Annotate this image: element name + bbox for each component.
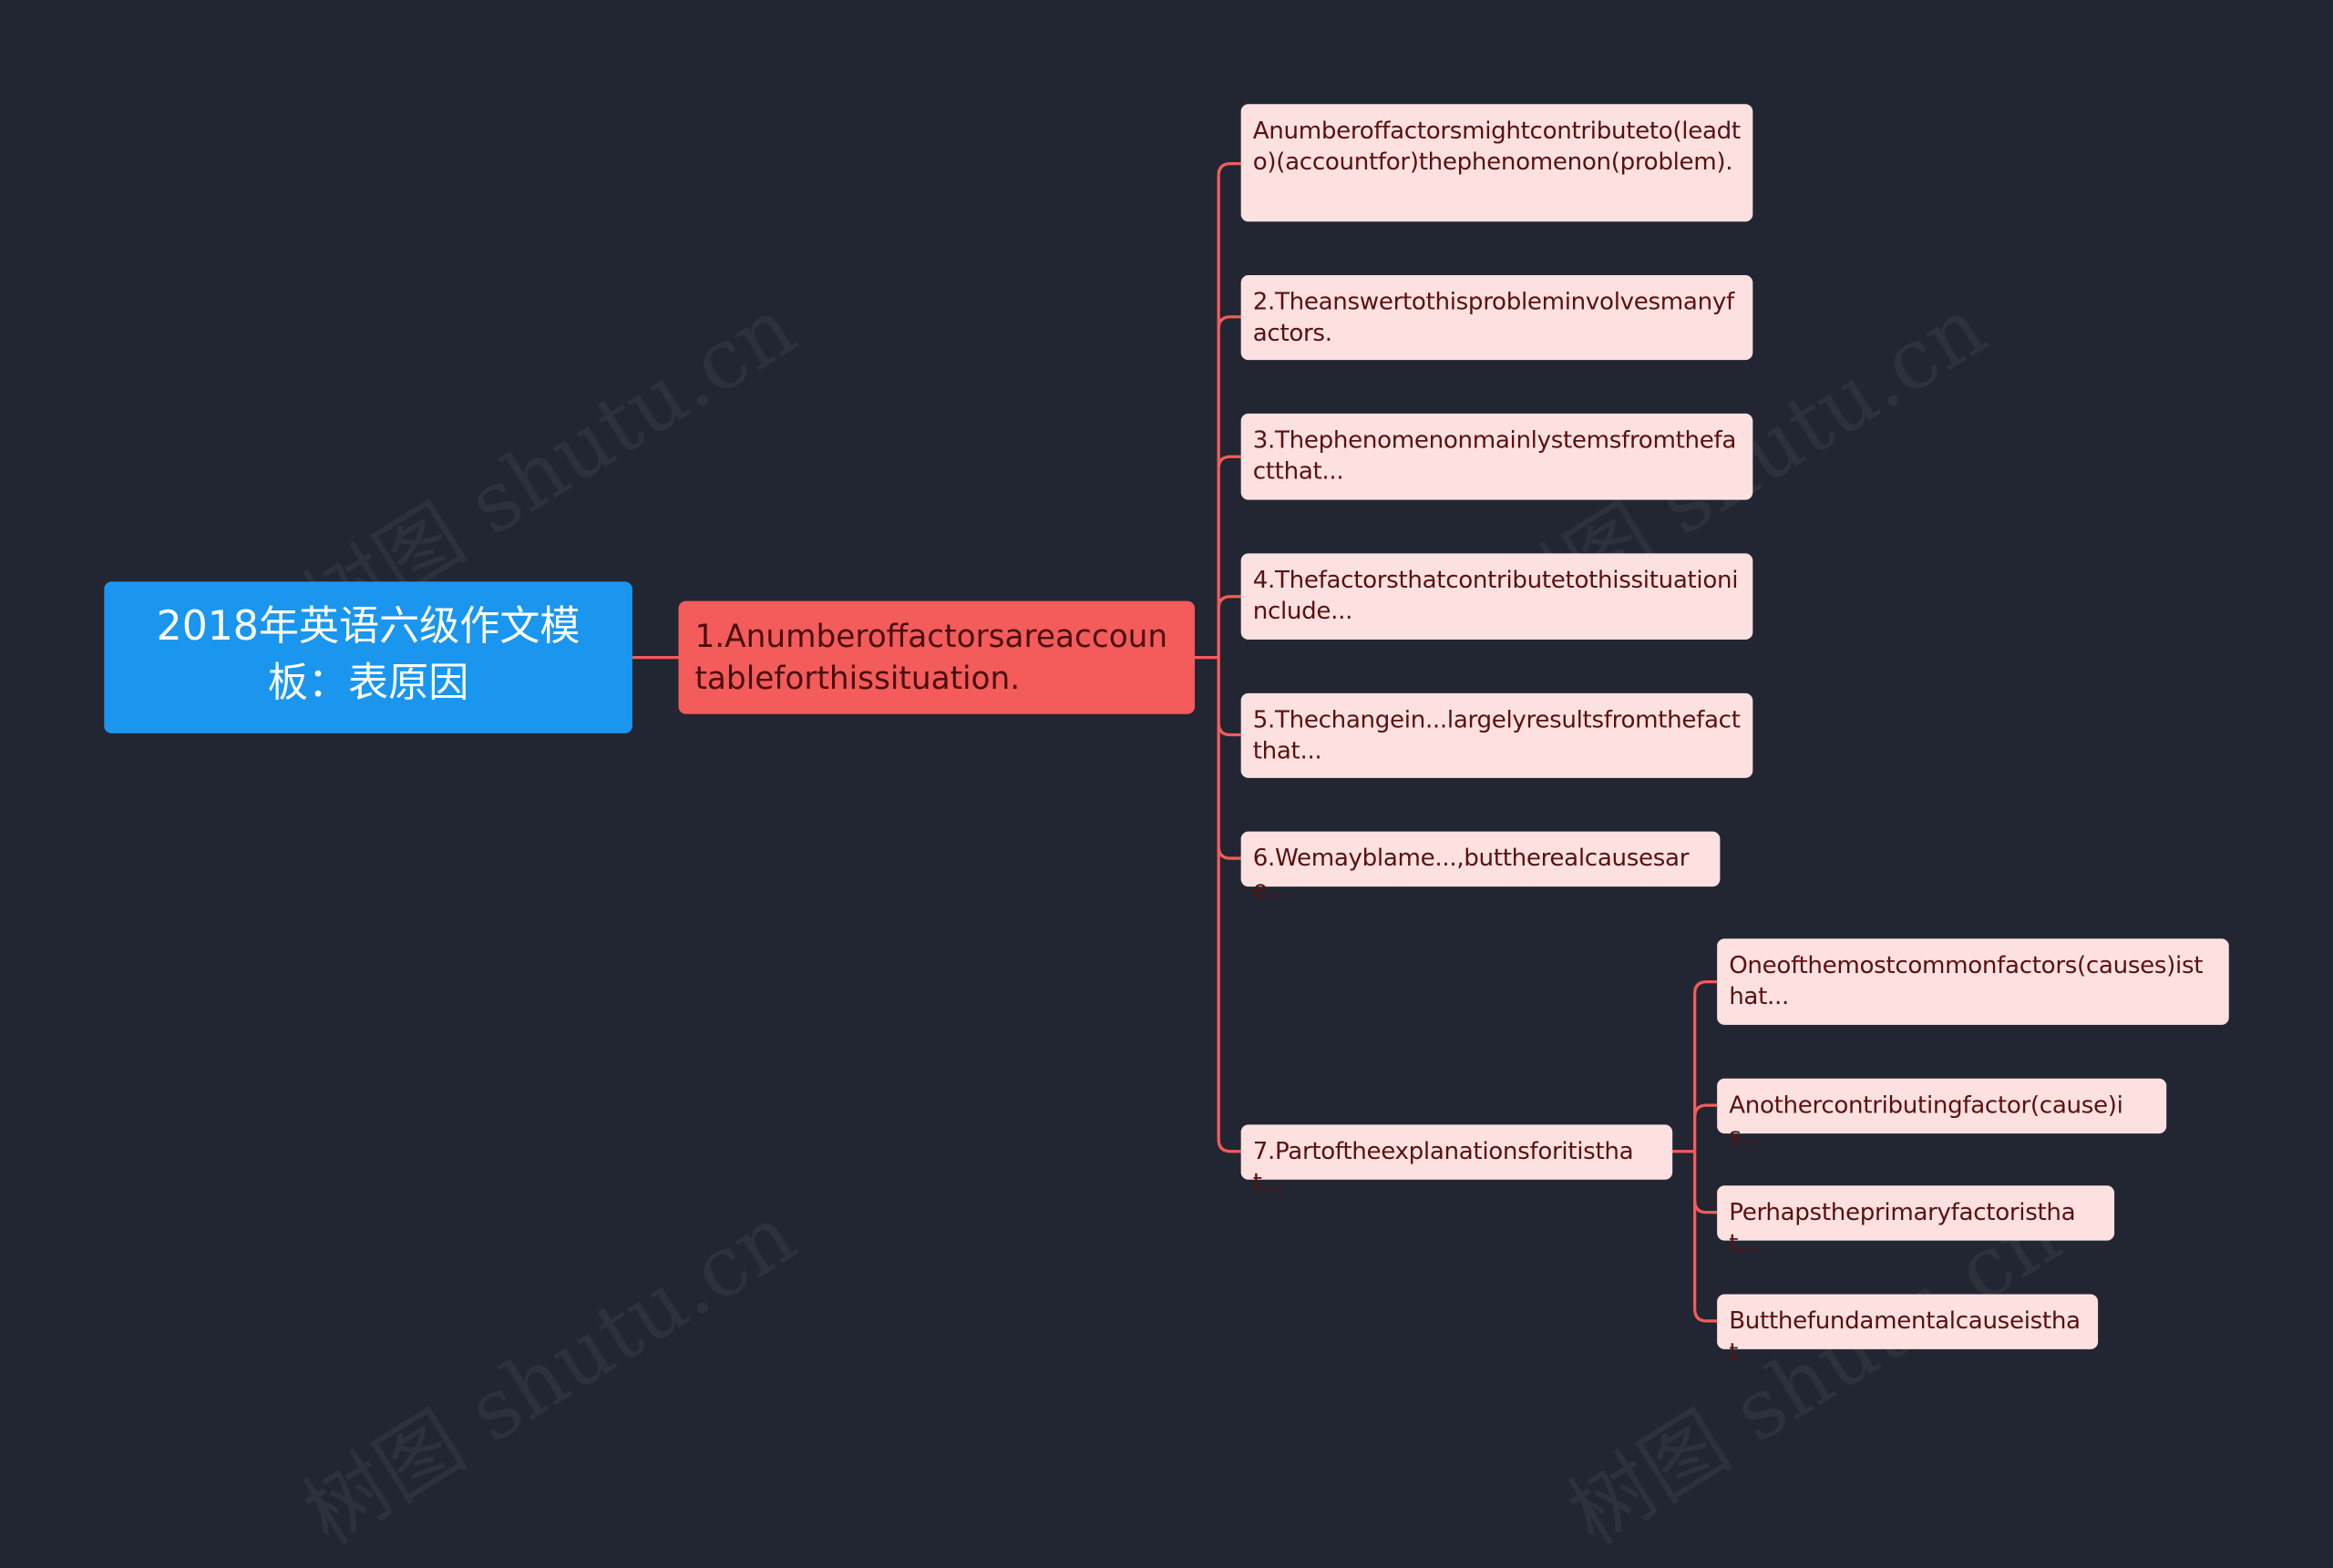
leaf-topic-4[interactable]: 4.Thefactorsthatcontributetothissituatio… <box>1240 553 1753 641</box>
leaf-topic-3[interactable]: 3.Thephenomenonmainlystemsfromthefacttha… <box>1240 413 1753 500</box>
connector-lines <box>632 161 1718 1323</box>
connector-leaf-7 <box>1217 1139 1241 1153</box>
subleaf-topic-1[interactable]: Oneofthemostcommonfactors(causes)isthat.… <box>1717 938 2229 1025</box>
leaf-topic-5[interactable]: 5.Thechangein...largelyresultsfromthefac… <box>1240 692 1753 778</box>
leaf-topic-7[interactable]: 7.Partoftheexplanationsforitisthat... <box>1240 1124 1673 1196</box>
leaf-topic-2[interactable]: 2.Theanswertothisprobleminvolvesmanyfact… <box>1240 275 1753 361</box>
connector-subleaf-2 <box>1693 1103 1718 1118</box>
subleaf-topic-4[interactable]: Butthefundamentalcauseisthat <box>1717 1294 2099 1366</box>
connector-leaf-4 <box>1217 595 1241 609</box>
connector-leaf-1 <box>1217 161 1241 176</box>
subleaf-topic-2[interactable]: Anothercontributingfactor(cause)is... <box>1717 1078 2167 1150</box>
connector-leaf-6 <box>1217 845 1241 860</box>
leaf-topic-6[interactable]: 6.Wemayblame...,buttherealcausesare... <box>1240 831 1721 903</box>
connector-subleaf-3 <box>1693 1200 1718 1214</box>
connector-leaf-3 <box>1217 455 1241 469</box>
subleaf-topic-3[interactable]: Perhapstheprimaryfactoristhat... <box>1717 1185 2115 1257</box>
connector-subleaf-1 <box>1693 979 1718 994</box>
connector-leaf-2 <box>1217 315 1241 329</box>
connector-leaf-5 <box>1217 723 1241 737</box>
mind-map-canvas: 树图 shutu.cn 树图 shutu.cn 树图 shutu.cn 树图 s… <box>104 104 2229 1564</box>
root-topic[interactable]: 2018年英语六级作文模板：表原因 <box>104 581 632 733</box>
connector-subleaf-4 <box>1693 1308 1718 1323</box>
branch-topic[interactable]: 1.Anumberoffactorsareaccountableforthiss… <box>678 600 1196 714</box>
leaf-topic-1[interactable]: Anumberoffactorsmightcontributeto(leadto… <box>1240 104 1753 222</box>
